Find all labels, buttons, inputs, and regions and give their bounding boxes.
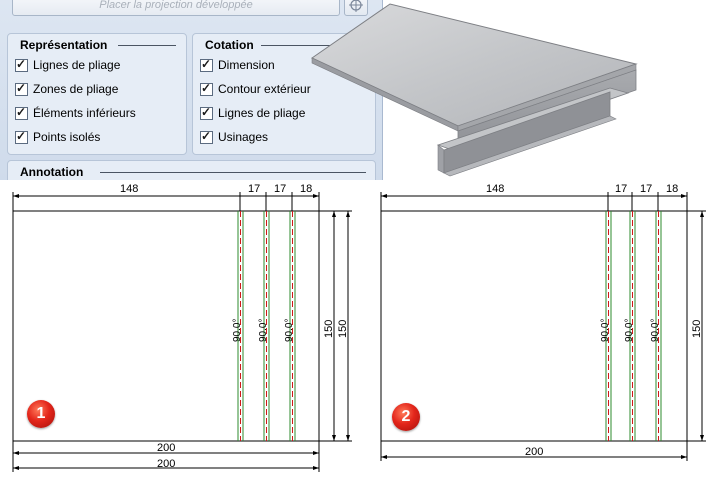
checkbox-checked-icon[interactable] bbox=[15, 105, 28, 120]
annotation-group: Annotation bbox=[7, 160, 376, 180]
checkbox-label: Dimension bbox=[218, 58, 275, 72]
checkbox-label: Zones de pliage bbox=[33, 82, 119, 96]
dim-top-17a: 17 bbox=[615, 183, 627, 195]
step-badge-2: 2 bbox=[392, 403, 420, 431]
dim-bottom-200b: 200 bbox=[157, 458, 175, 470]
bend-label-1: 90.0° bbox=[232, 319, 243, 342]
projection-options-icon[interactable] bbox=[344, 0, 368, 16]
checkbox-contour-exterieur[interactable]: Contour extérieur bbox=[200, 81, 311, 96]
checkbox-lignes-de-pliage[interactable]: Lignes de pliage bbox=[15, 57, 121, 72]
bend-label-3: 90.0° bbox=[284, 319, 295, 342]
dim-top-148: 148 bbox=[486, 183, 504, 195]
checkbox-dimension[interactable]: Dimension bbox=[200, 57, 275, 72]
dim-top-18: 18 bbox=[300, 183, 312, 195]
settings-panel: Placer la projection développée Représen… bbox=[0, 0, 383, 180]
divider bbox=[261, 45, 367, 46]
checkbox-label: Lignes de pliage bbox=[218, 106, 306, 120]
checkbox-checked-icon[interactable] bbox=[200, 105, 213, 120]
cotation-title: Cotation bbox=[205, 38, 254, 52]
bend-label-2: 90.0° bbox=[258, 319, 269, 342]
annotation-title: Annotation bbox=[20, 165, 84, 179]
flat-pattern-drawing-2: 148 17 17 18 200 150 90.0° 90.0° 90.0° bbox=[380, 183, 706, 461]
checkbox-checked-icon[interactable] bbox=[200, 129, 213, 144]
sheet-metal-3d-preview bbox=[310, 3, 638, 177]
dim-top-18: 18 bbox=[666, 183, 678, 195]
checkbox-checked-icon[interactable] bbox=[15, 57, 28, 72]
checkbox-label: Éléments inférieurs bbox=[33, 106, 136, 120]
divider bbox=[118, 45, 176, 46]
checkbox-checked-icon[interactable] bbox=[15, 81, 28, 96]
dim-top-17b: 17 bbox=[274, 183, 286, 195]
checkbox-checked-icon[interactable] bbox=[15, 129, 28, 144]
checkbox-elements-inferieurs[interactable]: Éléments inférieurs bbox=[15, 105, 136, 120]
checkbox-label: Lignes de pliage bbox=[33, 58, 121, 72]
place-projection-button[interactable]: Placer la projection développée bbox=[12, 0, 340, 16]
bend-label-1: 90.0° bbox=[600, 319, 611, 342]
checkbox-label: Usinages bbox=[218, 130, 269, 144]
dim-top-148: 148 bbox=[120, 183, 138, 195]
checkbox-lignes-de-pliage-cotation[interactable]: Lignes de pliage bbox=[200, 105, 306, 120]
representation-title: Représentation bbox=[20, 38, 108, 52]
bend-label-2: 90.0° bbox=[624, 319, 635, 342]
representation-group: Représentation Lignes de pliage Zones de… bbox=[7, 33, 187, 155]
flat-pattern-drawing-1: 148 17 17 18 200 200 150 150 90.0° 90.0°… bbox=[12, 183, 352, 472]
cotation-group: Cotation Dimension Contour extérieur Lig… bbox=[192, 33, 376, 155]
checkbox-zones-de-pliage[interactable]: Zones de pliage bbox=[15, 81, 119, 96]
checkbox-label: Points isolés bbox=[33, 130, 101, 144]
dim-right-150a: 150 bbox=[323, 320, 335, 338]
checkbox-label: Contour extérieur bbox=[218, 82, 311, 96]
dim-top-17b: 17 bbox=[640, 183, 652, 195]
divider bbox=[100, 172, 366, 173]
checkbox-checked-icon[interactable] bbox=[200, 57, 213, 72]
dim-right-150b: 150 bbox=[337, 320, 349, 338]
dim-right-150: 150 bbox=[691, 320, 703, 338]
bend-label-3: 90.0° bbox=[650, 319, 661, 342]
checkbox-points-isoles[interactable]: Points isolés bbox=[15, 129, 101, 144]
checkbox-checked-icon[interactable] bbox=[200, 81, 213, 96]
dim-bottom-200: 200 bbox=[525, 446, 543, 458]
checkbox-usinages[interactable]: Usinages bbox=[200, 129, 269, 144]
step-badge-1: 1 bbox=[27, 400, 55, 428]
dim-bottom-200a: 200 bbox=[157, 442, 175, 454]
dim-top-17a: 17 bbox=[248, 183, 260, 195]
